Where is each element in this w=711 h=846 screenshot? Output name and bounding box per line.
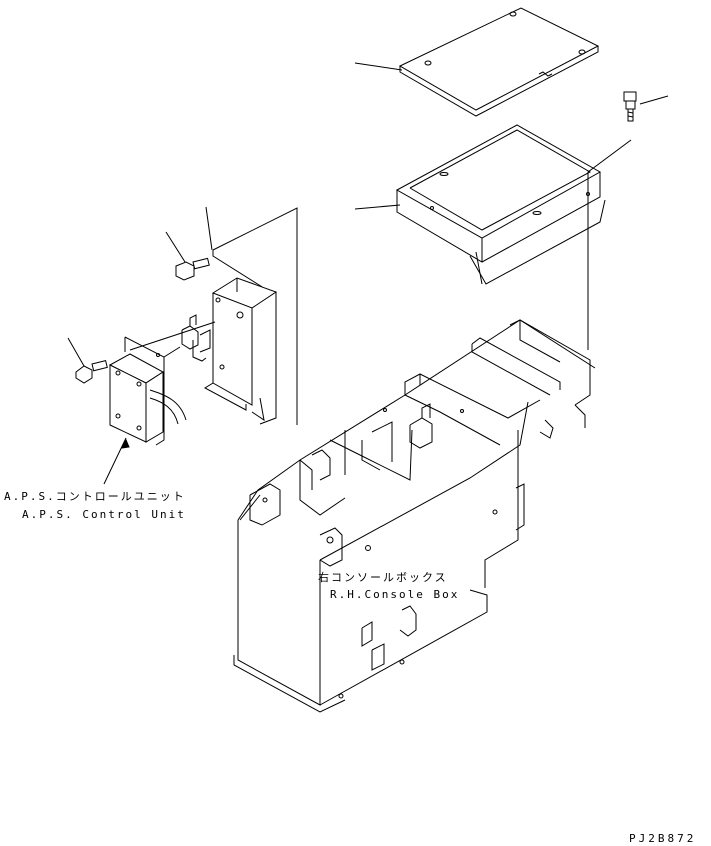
unit-bolt <box>75 360 108 384</box>
unit-path-line <box>129 321 216 351</box>
leader-line-cover <box>354 62 403 71</box>
leader-line-tray <box>354 204 401 210</box>
rh-console-box <box>233 319 596 713</box>
aps-control-unit <box>108 336 187 446</box>
aps-unit-label-en: A.P.S. Control Unit <box>22 508 186 521</box>
top-cover-plate <box>398 7 600 117</box>
leader-arrow <box>121 438 130 449</box>
tray-box <box>395 124 606 285</box>
screw-path-line <box>587 139 632 350</box>
leader-line-screw <box>639 95 669 105</box>
console-box-label-jp: 右コンソールボックス <box>318 571 448 584</box>
leader-line-unit-bolt <box>67 337 85 367</box>
mounting-bracket <box>181 207 298 425</box>
leader-line-bracket <box>205 206 213 251</box>
aps-unit-label-jp: A.P.S.コントロールユニット <box>4 490 186 503</box>
bracket-bolt <box>175 257 210 281</box>
console-box-label-en: R.H.Console Box <box>330 588 460 601</box>
leader-line-bracket-bolt <box>165 231 186 263</box>
drawing-code: PJ2B872 <box>629 832 697 845</box>
screw <box>623 91 637 122</box>
leader-line-unit <box>103 437 127 485</box>
